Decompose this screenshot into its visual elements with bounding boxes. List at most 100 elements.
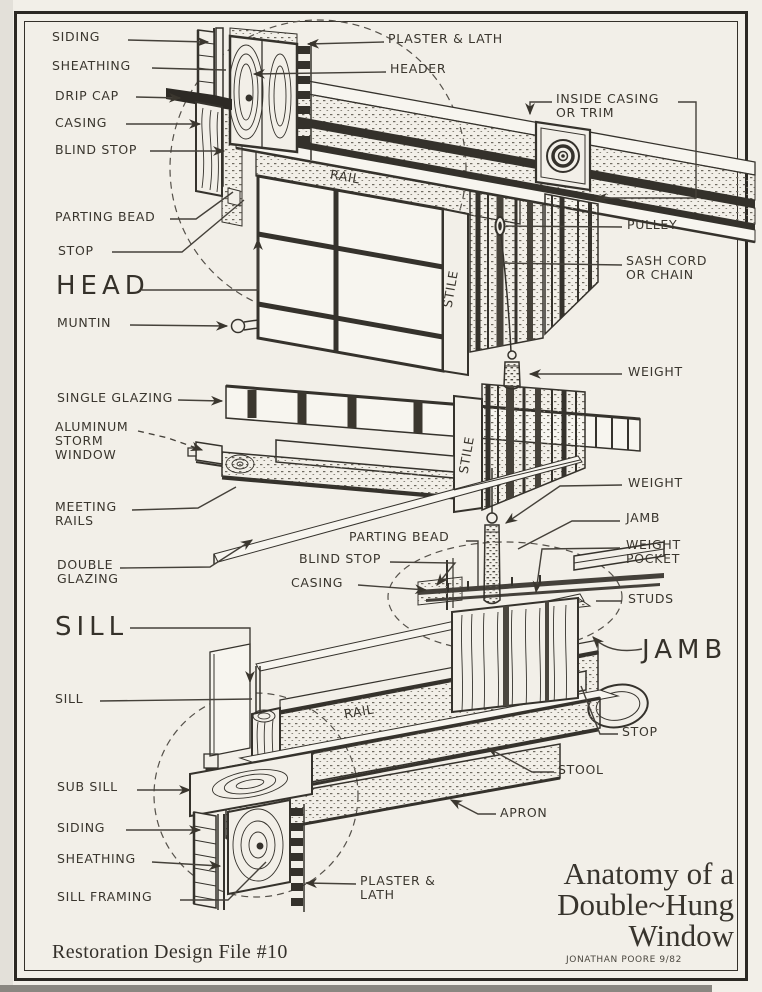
- leader-parting-bead-mid: [466, 540, 479, 588]
- leader-inside-casing-left: [525, 101, 552, 116]
- casing-board: [195, 100, 223, 198]
- footer-series-title: Restoration Design File #10: [52, 941, 288, 963]
- jamb-detail-ellipse: [387, 541, 623, 653]
- jamb-detail-drawing: [417, 468, 665, 714]
- leader-jamb-section: [592, 636, 643, 652]
- artist-credit: JONATHAN POORE 9/82: [566, 955, 682, 965]
- label-double-glazing: DOUBLE GLAZING: [57, 558, 119, 586]
- label-siding-bottom: SIDING: [57, 820, 106, 835]
- head-section-drawing: [166, 27, 756, 390]
- label-line: INSIDE CASING: [556, 91, 660, 106]
- jamb-block: [451, 596, 579, 714]
- label-weight-upper: WEIGHT: [628, 364, 683, 379]
- leader-sash-cord: [497, 262, 623, 266]
- stile-top-board: [442, 207, 469, 377]
- leader-jamb-small: [517, 520, 620, 550]
- label-line: OR CHAIN: [626, 267, 694, 282]
- parting-bead-piece: [227, 187, 241, 207]
- leader-header: [252, 68, 387, 79]
- header-block: [228, 34, 299, 154]
- title-line-2: Double~Hung: [557, 887, 734, 922]
- label-aluminum-storm-window: ALUMINUM STORM WINDOW: [55, 420, 128, 462]
- label-sill-framing: SILL FRAMING: [57, 889, 153, 904]
- title-line-1: Anatomy of a: [563, 856, 734, 891]
- title-line-3: Window: [628, 918, 734, 953]
- weight-upper-body: [503, 361, 521, 390]
- label-line: SASH CORD: [626, 253, 708, 268]
- plaster-lath-strip-upper: [298, 42, 312, 160]
- label-line: OR TRIM: [556, 105, 615, 120]
- label-line: MEETING: [55, 499, 117, 514]
- label-casing-mid: CASING: [291, 575, 344, 590]
- drip-cap-piece: [166, 88, 232, 110]
- label-line: WINDOW: [55, 447, 117, 462]
- leader-casing-mid: [357, 584, 428, 595]
- label-line: WEIGHT: [626, 537, 681, 552]
- label-sill: SILL: [55, 691, 84, 706]
- meeting-rails-drawing: [187, 383, 641, 564]
- section-label-head: HEAD: [56, 271, 150, 301]
- muntin-profile: [230, 318, 246, 334]
- label-line: STORM: [55, 433, 104, 448]
- label-casing-top: CASING: [55, 115, 108, 130]
- outer-border-frame: [14, 11, 748, 981]
- scan-edge-left: [0, 0, 13, 992]
- label-sub-sill: SUB SILL: [57, 779, 118, 794]
- leader-weight-pocket: [532, 547, 621, 594]
- label-line: GLAZING: [57, 571, 119, 586]
- leader-plaster-lath-top: [306, 38, 385, 49]
- leader-sheathing-top: [151, 67, 227, 71]
- label-blind-stop-mid: BLIND STOP: [299, 551, 382, 566]
- label-jamb-small: JAMB: [626, 510, 661, 525]
- label-studs: STUDS: [628, 591, 674, 606]
- leader-inside-casing-right: [594, 101, 697, 203]
- leader-siding-top: [127, 36, 210, 47]
- label-stop-bottom: STOP: [622, 724, 658, 739]
- label-inside-casing: INSIDE CASING OR TRIM: [556, 92, 659, 120]
- label-siding-top: SIDING: [52, 29, 101, 44]
- label-line: LATH: [360, 887, 395, 902]
- leader-sheathing-bottom: [151, 860, 222, 871]
- title-block: Anatomy of a Double~Hung Window: [557, 858, 734, 951]
- leader-single-glazing: [177, 395, 224, 406]
- leader-parting-bead-top: [170, 191, 234, 220]
- section-label-sill: SILL: [55, 612, 129, 642]
- label-apron: APRON: [500, 805, 548, 820]
- leader-stop-bottom: [580, 685, 618, 735]
- label-plaster-lath-bottom: PLASTER & LATH: [360, 874, 436, 902]
- storm-window-knob: [187, 447, 197, 457]
- double-glazing-sheet: [213, 455, 583, 563]
- siding-upper: [197, 29, 215, 97]
- inner-border-frame: [24, 21, 738, 971]
- label-plaster-lath-top: PLASTER & LATH: [388, 31, 503, 46]
- scan-edge-bottom: [0, 985, 712, 992]
- section-label-jamb: JAMB: [642, 635, 728, 665]
- storm-window-frame: [195, 441, 223, 465]
- leader-aluminum-storm: [137, 430, 204, 451]
- label-single-glazing: SINGLE GLAZING: [57, 390, 174, 405]
- upper-sash-glass: [256, 174, 445, 373]
- leader-meeting-rails: [131, 486, 237, 511]
- leader-sill-section: [130, 627, 255, 684]
- label-line: POCKET: [626, 551, 681, 566]
- leader-lines: [99, 36, 697, 901]
- label-sash-cord: SASH CORD OR CHAIN: [626, 254, 707, 282]
- label-sheathing-top: SHEATHING: [52, 58, 131, 73]
- leader-weight-lower: [504, 484, 623, 524]
- label-sheathing-bottom: SHEATHING: [57, 851, 136, 866]
- label-pulley: PULLEY: [627, 217, 678, 232]
- label-line: ALUMINUM: [55, 419, 129, 434]
- weight-lower-body: [483, 524, 501, 605]
- rosette: [546, 139, 580, 173]
- storm-pane: [209, 643, 251, 757]
- label-weight-lower: WEIGHT: [628, 475, 683, 490]
- leader-head: [142, 237, 263, 291]
- leader-drip-cap: [135, 92, 182, 103]
- sub-sill-board: [189, 750, 313, 818]
- label-blind-stop-top: BLIND STOP: [55, 142, 138, 157]
- leader-blind-stop-mid: [389, 561, 457, 586]
- leader-muntin: [129, 320, 229, 331]
- label-line: PLASTER &: [360, 873, 436, 888]
